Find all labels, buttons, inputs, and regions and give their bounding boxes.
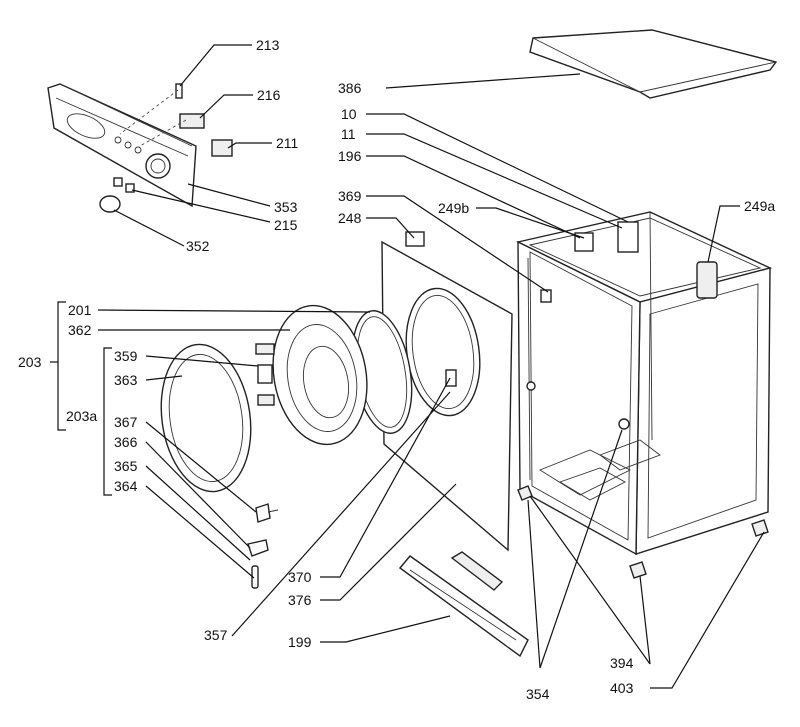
- label-248: 248: [338, 210, 362, 226]
- label-367: 367: [114, 414, 138, 430]
- label-211: 211: [276, 135, 299, 151]
- label-363: 363: [114, 372, 138, 388]
- part-216: [179, 113, 205, 129]
- leader-lines: [97, 44, 765, 689]
- handle-parts: [247, 503, 279, 589]
- label-203: 203: [18, 354, 42, 370]
- part-369: [540, 289, 552, 303]
- label-10: 10: [341, 106, 357, 122]
- label-196: 196: [338, 148, 362, 164]
- outer-door: [160, 343, 252, 493]
- label-213: 213: [256, 37, 280, 53]
- label-370: 370: [288, 569, 312, 585]
- label-199: 199: [288, 634, 312, 650]
- part-215b: [125, 183, 135, 193]
- label-354: 354: [526, 686, 550, 702]
- label-203a: 203a: [66, 408, 97, 424]
- top-lid: [529, 29, 778, 99]
- label-352: 352: [186, 238, 210, 254]
- label-353: 353: [274, 199, 298, 215]
- label-403: 403: [610, 680, 634, 696]
- label-359: 359: [114, 348, 138, 364]
- part-215a: [113, 177, 123, 187]
- label-365: 365: [114, 458, 138, 474]
- label-249b: 249b: [438, 200, 469, 216]
- label-369: 369: [338, 188, 362, 204]
- label-394: 394: [610, 655, 634, 671]
- label-364: 364: [114, 478, 138, 494]
- label-249a: 249a: [744, 198, 775, 214]
- cabinet: [515, 211, 773, 556]
- part-labels: 213 216 211 353 215 352 386 10 11 196 36…: [18, 37, 775, 702]
- label-201: 201: [68, 302, 92, 318]
- brackets: [50, 301, 112, 496]
- label-216: 216: [257, 87, 281, 103]
- kick-plate: [398, 551, 529, 658]
- label-357: 357: [204, 627, 228, 643]
- hole: [618, 418, 630, 430]
- door-lock: [445, 369, 457, 387]
- control-panel: [47, 83, 197, 208]
- part-10-11: [617, 221, 639, 253]
- feet: [517, 485, 769, 579]
- label-362: 362: [68, 322, 92, 338]
- label-11: 11: [341, 126, 356, 142]
- label-386: 386: [338, 80, 362, 96]
- hinge: [255, 343, 275, 406]
- label-366: 366: [114, 434, 138, 450]
- part-211: [211, 139, 233, 157]
- label-215: 215: [274, 217, 298, 233]
- inner-door: [272, 304, 368, 446]
- part-248: [405, 231, 425, 247]
- label-376: 376: [288, 592, 312, 608]
- panel-components: [99, 83, 233, 213]
- part-249a: [696, 261, 718, 299]
- knob-352: [99, 195, 121, 213]
